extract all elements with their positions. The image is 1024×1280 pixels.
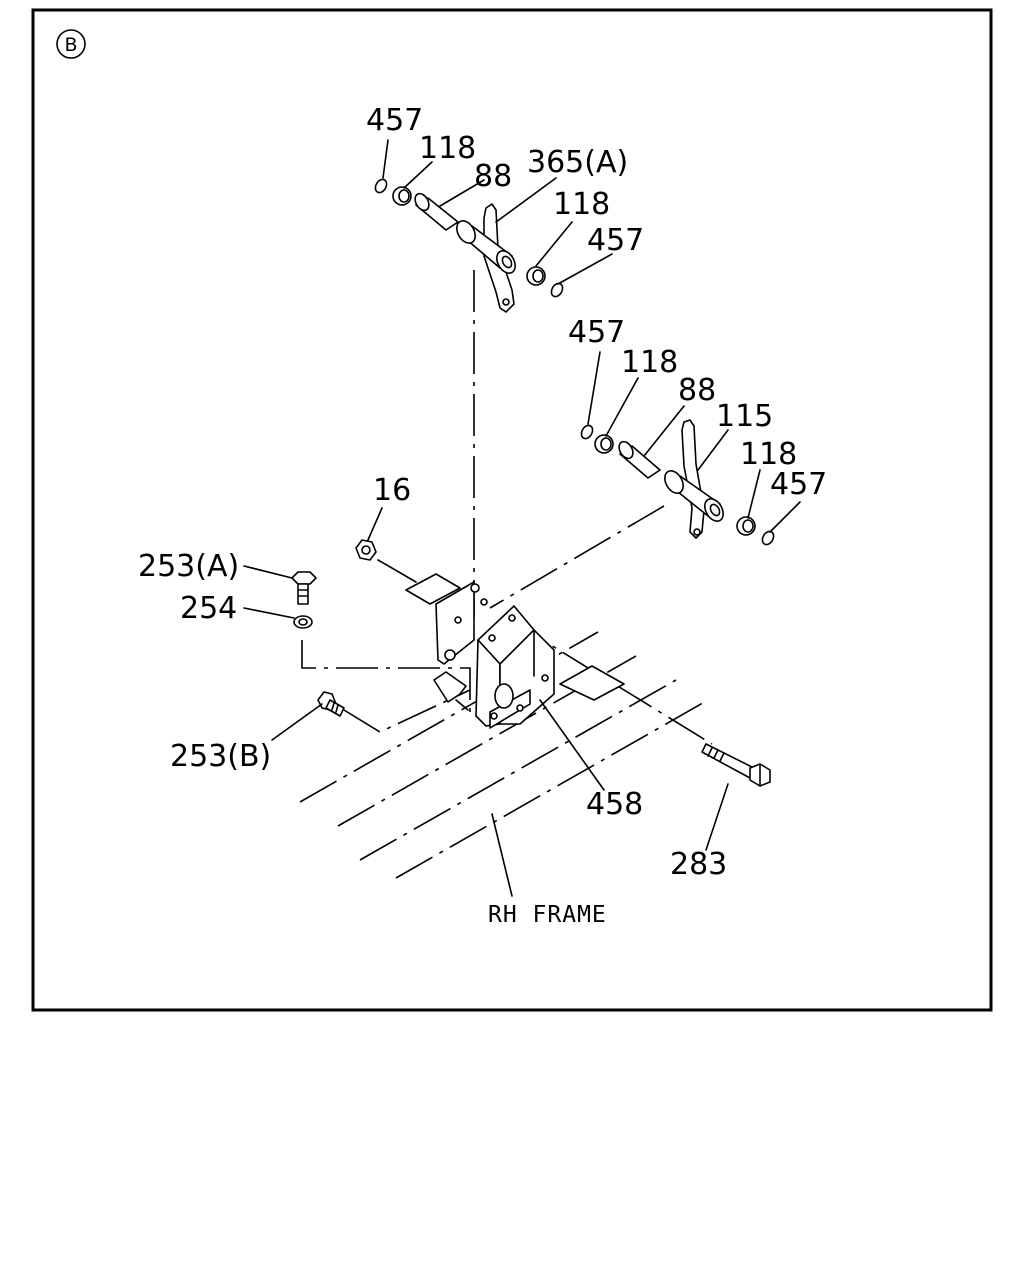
washer-254 bbox=[293, 615, 313, 629]
label-118-upper-right: 118 bbox=[553, 187, 610, 222]
bushing-118-upper-right bbox=[526, 266, 546, 286]
label-457-upper-right: 457 bbox=[587, 223, 644, 258]
clip-457-upper-right bbox=[550, 282, 564, 298]
view-marker-letter: B bbox=[64, 34, 77, 56]
clip-457-upper-left bbox=[374, 178, 388, 194]
label-253B: 253(B) bbox=[170, 739, 271, 774]
label-115: 115 bbox=[716, 399, 773, 434]
lever-115 bbox=[664, 419, 724, 539]
caption-rh-frame: RH FRAME bbox=[488, 902, 607, 928]
nut-16 bbox=[355, 539, 417, 583]
label-457-lower-right: 457 bbox=[770, 467, 827, 502]
lower-lever-assembly bbox=[580, 419, 775, 546]
upper-lever-assembly bbox=[374, 178, 564, 313]
collar-88-upper bbox=[414, 192, 459, 231]
label-118-lower-left: 118 bbox=[621, 345, 678, 380]
label-365A: 365(A) bbox=[527, 145, 628, 180]
bushing-118-upper-left bbox=[392, 186, 412, 206]
label-283: 283 bbox=[670, 847, 727, 882]
label-253A: 253(A) bbox=[138, 549, 239, 584]
diagram-frame bbox=[31, 8, 993, 1012]
bolt-253A bbox=[291, 571, 317, 605]
label-88-upper: 88 bbox=[474, 159, 512, 194]
clip-457-lower-right bbox=[761, 530, 775, 546]
lever-365A bbox=[456, 203, 516, 313]
callout-labels: 457 118 88 365(A) 118 457 457 118 88 115… bbox=[138, 103, 827, 882]
bushing-118-lower-right bbox=[736, 516, 756, 536]
bolt-283 bbox=[701, 743, 771, 787]
collar-88-lower bbox=[618, 440, 661, 479]
label-457-upper-left: 457 bbox=[366, 103, 423, 138]
bushing-118-lower-left bbox=[594, 434, 614, 454]
label-16: 16 bbox=[373, 473, 411, 508]
clip-457-lower-left bbox=[580, 424, 594, 440]
label-254: 254 bbox=[180, 591, 237, 626]
leader-lines bbox=[243, 139, 801, 897]
bracket-458 bbox=[405, 573, 625, 729]
view-marker: B bbox=[56, 29, 86, 59]
label-88-lower: 88 bbox=[678, 373, 716, 408]
label-118-lower-right: 118 bbox=[740, 437, 797, 472]
bolt-253B bbox=[317, 691, 345, 717]
label-458: 458 bbox=[586, 787, 643, 822]
label-457-lower-left: 457 bbox=[568, 315, 625, 350]
label-118-upper-left: 118 bbox=[419, 131, 476, 166]
